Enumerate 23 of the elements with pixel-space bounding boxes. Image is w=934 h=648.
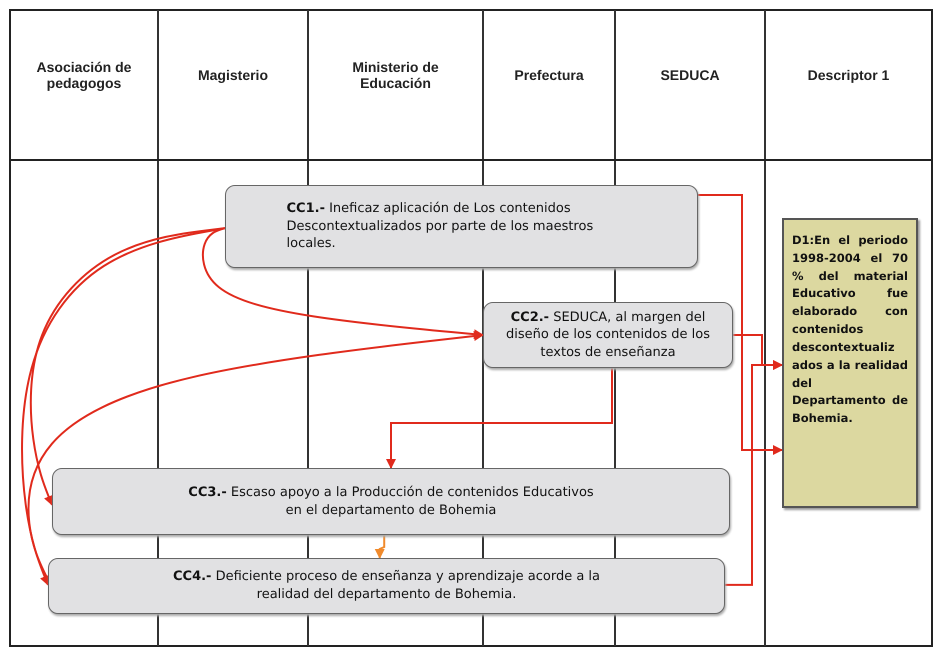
node-text: CC3.- Escaso apoyo a la Producción de contenidos Educativos en el departamento de Bohemia <box>187 484 595 520</box>
cause-box <box>483 302 733 368</box>
node-text: D1:En el periodo 1998-2004 el 70 % del material Educativo fue elaborado con contenidos descontextualiz ados a la realidad del Departamento de Bohemia. <box>792 232 908 428</box>
column-header: Asociación de pedagogos <box>36 59 132 91</box>
arrow <box>21 227 226 586</box>
cause-box <box>52 468 730 535</box>
arrow <box>386 368 613 469</box>
column-header: Ministerio de Educación <box>351 59 440 91</box>
column-header: SEDUCA <box>659 67 721 83</box>
arrow <box>202 227 484 340</box>
column-header: Magisterio <box>196 67 269 83</box>
node-text: CC1.- Ineficaz aplicación de Los contenidos Descontextualizados por parte de los maestros locales. <box>286 200 594 253</box>
arrow <box>374 535 386 559</box>
column-header: Descriptor 1 <box>806 67 890 83</box>
cause-box <box>225 185 698 268</box>
column-header: Prefectura <box>513 67 585 83</box>
arrow <box>725 360 783 586</box>
node-text: CC2.- SEDUCA, al margen del diseño de los contenidos de los textos de enseñanza <box>505 308 711 362</box>
arrow <box>30 227 226 506</box>
node-text: CC4.- Deficiente proceso de enseñanza y aprendizaje acorde a la realidad del departamento de Bohemia. <box>172 568 602 604</box>
arrow <box>698 194 783 455</box>
descriptor-box <box>782 218 918 508</box>
cause-box <box>48 558 725 614</box>
